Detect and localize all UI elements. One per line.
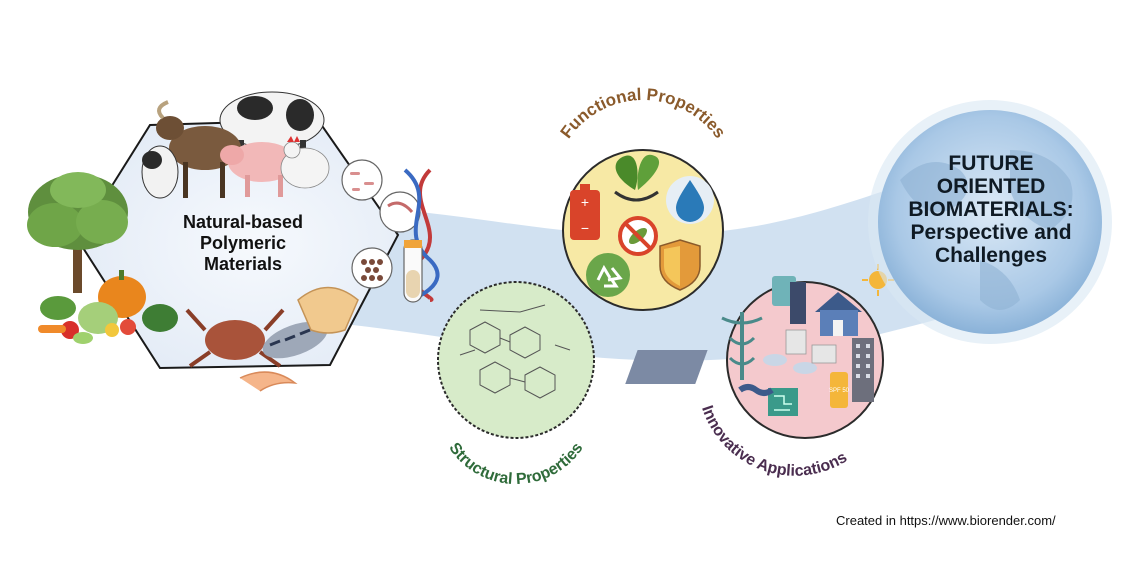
shield-icon xyxy=(659,239,701,291)
hub-title-line-2: Polymeric xyxy=(199,233,287,253)
battery-icon: + − xyxy=(570,184,600,240)
structural-circle xyxy=(437,281,595,439)
structural-properties-node: Structural Properties xyxy=(437,281,595,488)
hub-title-line-1: Natural-based xyxy=(182,212,304,232)
future-title-line-5: Challenges xyxy=(934,244,1048,267)
vegetables-icon xyxy=(38,270,178,344)
cow-icon xyxy=(219,91,325,170)
spf-label: SPF 50 xyxy=(829,388,850,394)
hub-title-line-3: Materials xyxy=(203,254,283,274)
dairy-cow-head-icon xyxy=(141,145,179,199)
fish-icon xyxy=(262,321,328,359)
battery-plus: + xyxy=(581,194,589,210)
shell-icon xyxy=(297,286,359,334)
sunscreen-icon: SPF 50 xyxy=(829,372,850,408)
future-title-line-2: ORIENTED xyxy=(936,175,1046,198)
future-title-line-3: BIOMATERIALS: xyxy=(908,198,1074,221)
functional-properties-label: Functional Properties xyxy=(557,85,730,142)
credit-text: Created in https://www.biorender.com/ xyxy=(836,513,1056,528)
pig-icon xyxy=(220,142,296,197)
test-tube-icon xyxy=(403,239,423,303)
no-bacteria-icon xyxy=(618,216,658,256)
shrimp-icon xyxy=(239,371,298,392)
fiber-roll-icon xyxy=(738,384,774,396)
lab-equipment-icon xyxy=(625,329,837,384)
future-title: FUTURE ORIENTED BIOMATERIALS: Perspectiv… xyxy=(878,152,1104,267)
caduceus-icon xyxy=(721,312,763,380)
innovative-applications-node: SPF 50 Innovative Applications xyxy=(625,264,894,480)
structural-properties-label: Structural Properties xyxy=(445,440,586,488)
plant-sprout-icon xyxy=(614,154,660,202)
battery-minus: − xyxy=(581,220,589,236)
chicken-icon xyxy=(280,136,330,189)
polysaccharide-structure-icon xyxy=(459,304,571,399)
crab-icon xyxy=(185,308,285,368)
hub-title: Natural-based Polymeric Materials xyxy=(148,212,338,275)
water-drop-icon xyxy=(666,176,714,224)
future-title-line-1: FUTURE xyxy=(948,152,1034,175)
building-icon xyxy=(852,338,874,402)
functional-properties-node: + − Functional Properties xyxy=(557,85,730,311)
house-solar-icon xyxy=(815,292,862,336)
clothing-icon xyxy=(772,276,806,324)
microbes-zoom-icon xyxy=(341,159,421,289)
future-globe xyxy=(868,100,1112,344)
tree-icon xyxy=(27,172,128,293)
recycle-icon xyxy=(586,253,630,297)
future-title-line-4: Perspective and xyxy=(910,221,1072,244)
